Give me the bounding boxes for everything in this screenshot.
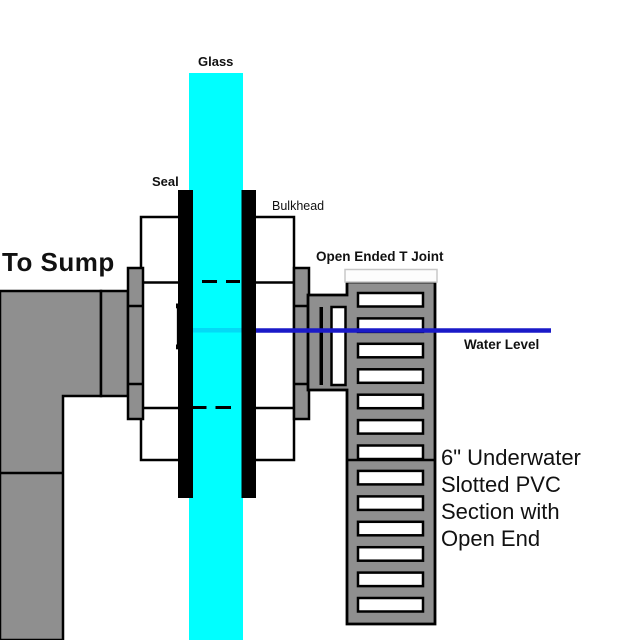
pvc-slot [356, 545, 425, 562]
sump-pipe-coupling [99, 289, 130, 398]
t-joint-open-top-end [344, 268, 438, 283]
water-level-line-through-glass [189, 328, 243, 333]
bulkhead-nut-left [126, 266, 145, 421]
pvc-slot [356, 571, 425, 588]
glass-pane [189, 73, 243, 640]
t-joint-label: Open Ended T Joint [316, 249, 444, 264]
pvc-slot [356, 368, 425, 385]
bulkhead-label: Bulkhead [272, 199, 325, 213]
pvc-note-line-3: Section with [441, 499, 560, 524]
pvc-note-line-4: Open End [441, 526, 541, 551]
water-level-label: Water Level [464, 337, 540, 352]
pvc-slot [356, 342, 425, 359]
sump-elbow-pipe [0, 289, 103, 640]
glass-hole-dashed-lines [192, 280, 240, 409]
bulkhead-flange-left-lines [141, 281, 185, 410]
pvc-slots [356, 291, 425, 613]
glass-label: Glass [198, 54, 234, 69]
pvc-note-line-2: Slotted PVC [441, 472, 561, 497]
seal-bar-right [241, 190, 256, 498]
pvc-slot [356, 444, 425, 461]
pvc-section-note: 6" Underwater Slotted PVC Section with O… [441, 444, 581, 552]
pvc-slot [356, 291, 425, 308]
pvc-slot [356, 596, 425, 613]
pvc-note-line-1: 6" Underwater [441, 445, 581, 470]
pipe-end-line [319, 307, 323, 385]
bulkhead-nut-right-threads [294, 304, 309, 386]
seal-label: Seal [152, 174, 179, 189]
seal-bar-left [178, 190, 193, 498]
seal-edge-detail [176, 303, 180, 350]
t-joint-bore [330, 305, 347, 387]
pvc-slot [356, 520, 425, 537]
pvc-slot [356, 495, 425, 512]
to-sump-label: To Sump [2, 247, 115, 277]
pvc-slot [356, 469, 425, 486]
pvc-slot [356, 418, 425, 435]
pvc-slot [356, 393, 425, 410]
bulkhead-nut-left-threads [128, 304, 143, 386]
